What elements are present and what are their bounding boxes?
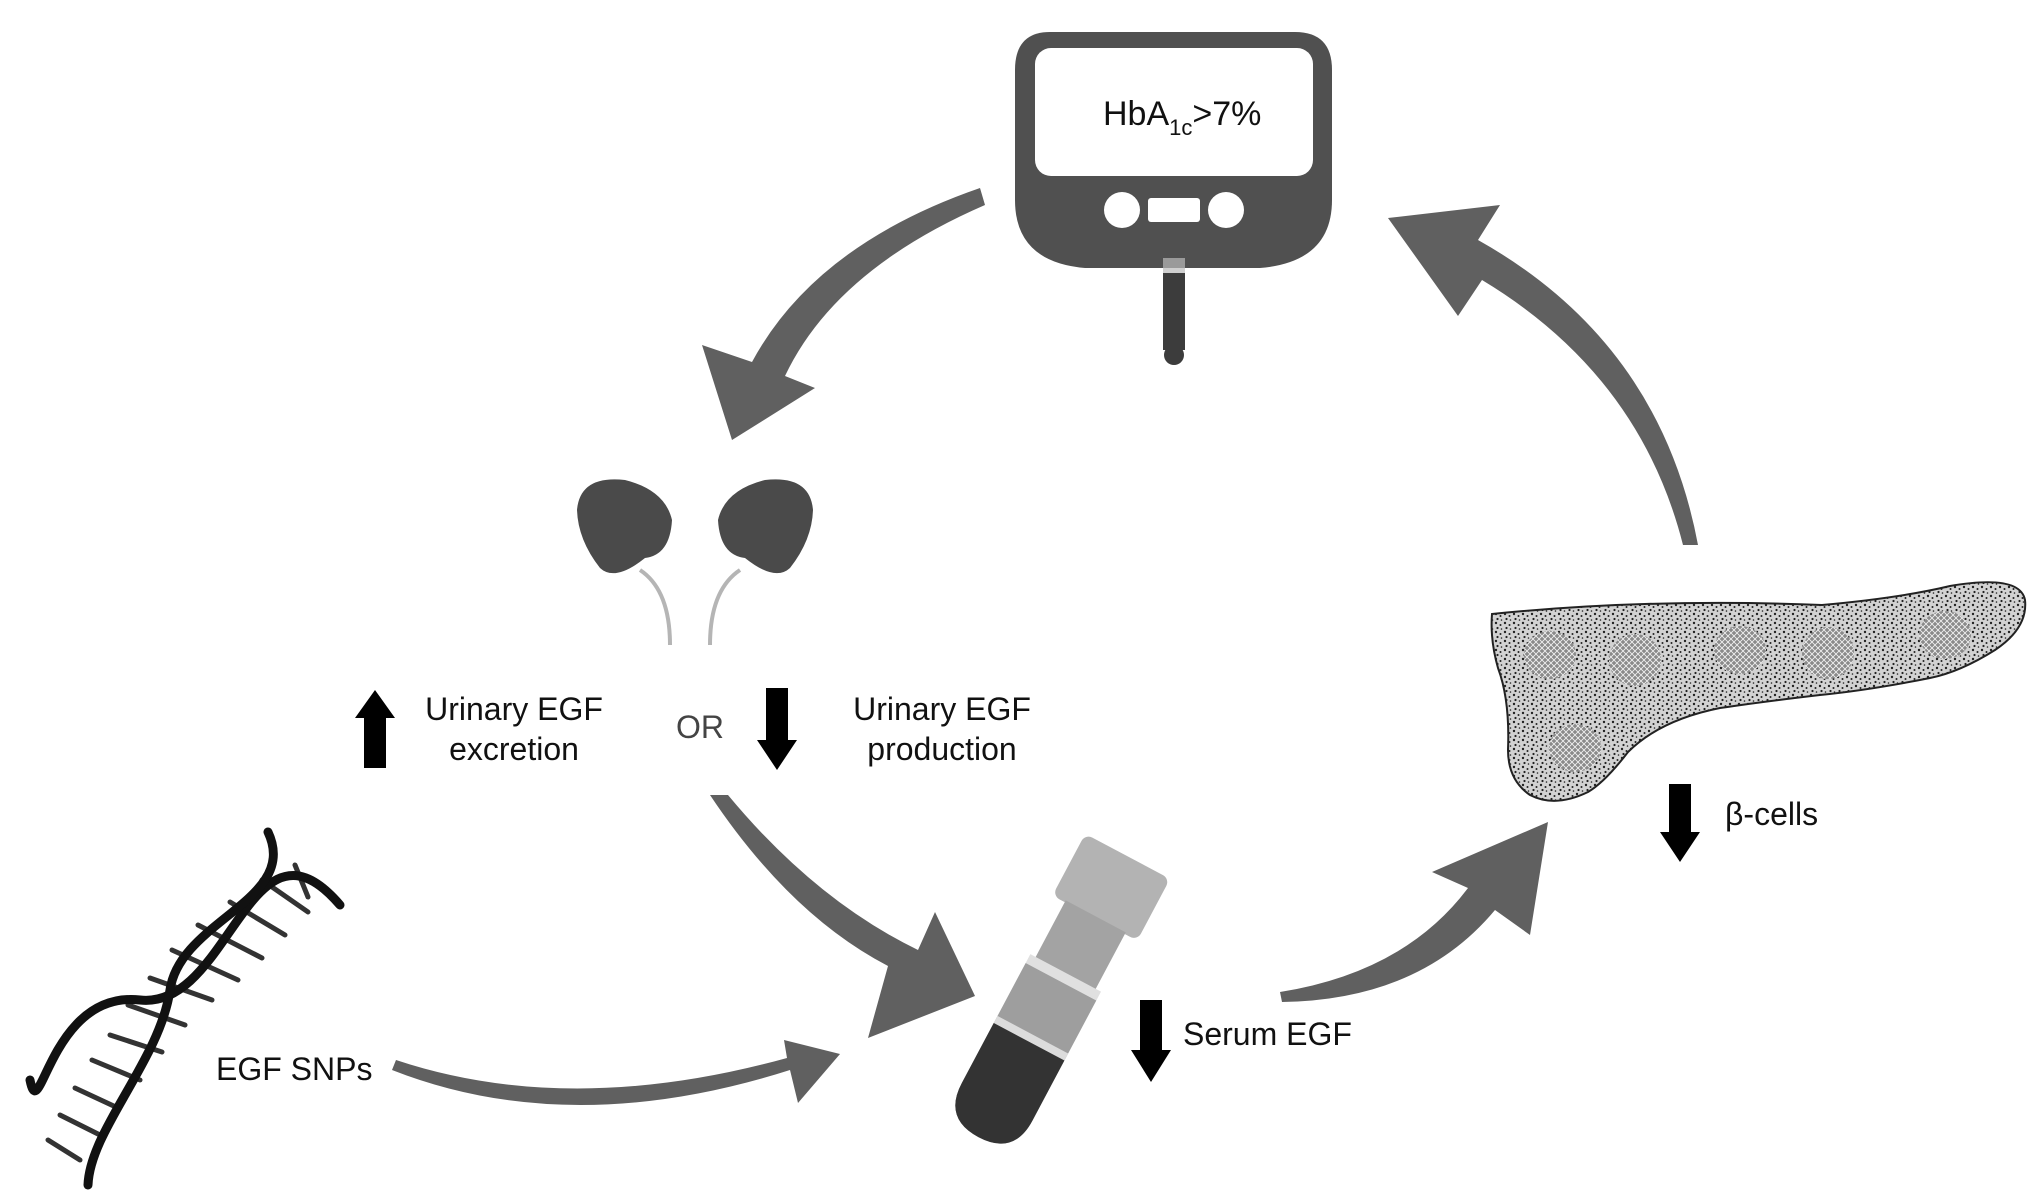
cycle-arrow-pancreas-to-meter (1388, 205, 1698, 545)
cycle-arrow-meter-to-kidneys (702, 188, 985, 440)
urinary-egf-excretion-line1: Urinary EGF (425, 691, 603, 727)
cycle-arrow-tube-to-pancreas (1280, 822, 1548, 1002)
cycle-arrow-kidneys-to-tube (710, 795, 975, 1038)
egf-snps-label: EGF SNPs (216, 1051, 372, 1087)
beta-cells-down-arrow-icon (1660, 784, 1700, 862)
blood-tube-icon (955, 836, 1168, 1144)
urinary-egf-production-line2: production (867, 731, 1016, 767)
serum-egf-down-arrow-icon (1131, 1000, 1171, 1082)
serum-egf-label: Serum EGF (1183, 1016, 1352, 1052)
urinary-egf-production-line1: Urinary EGF (853, 691, 1031, 727)
up-arrow-icon (355, 690, 395, 768)
beta-cells-label: β-cells (1725, 796, 1818, 832)
glucose-meter-icon (1015, 32, 1332, 365)
down-arrow-icon (757, 688, 797, 770)
pancreas-icon (1490, 581, 2027, 802)
or-connector: OR (676, 709, 724, 745)
dna-helix-icon (25, 827, 345, 1190)
kidneys-icon (577, 479, 813, 646)
arrow-dna-to-tube (392, 1040, 840, 1105)
hba1c-label: HbA1c>7% (1103, 95, 1261, 140)
urinary-egf-excretion-line2: excretion (449, 731, 579, 767)
